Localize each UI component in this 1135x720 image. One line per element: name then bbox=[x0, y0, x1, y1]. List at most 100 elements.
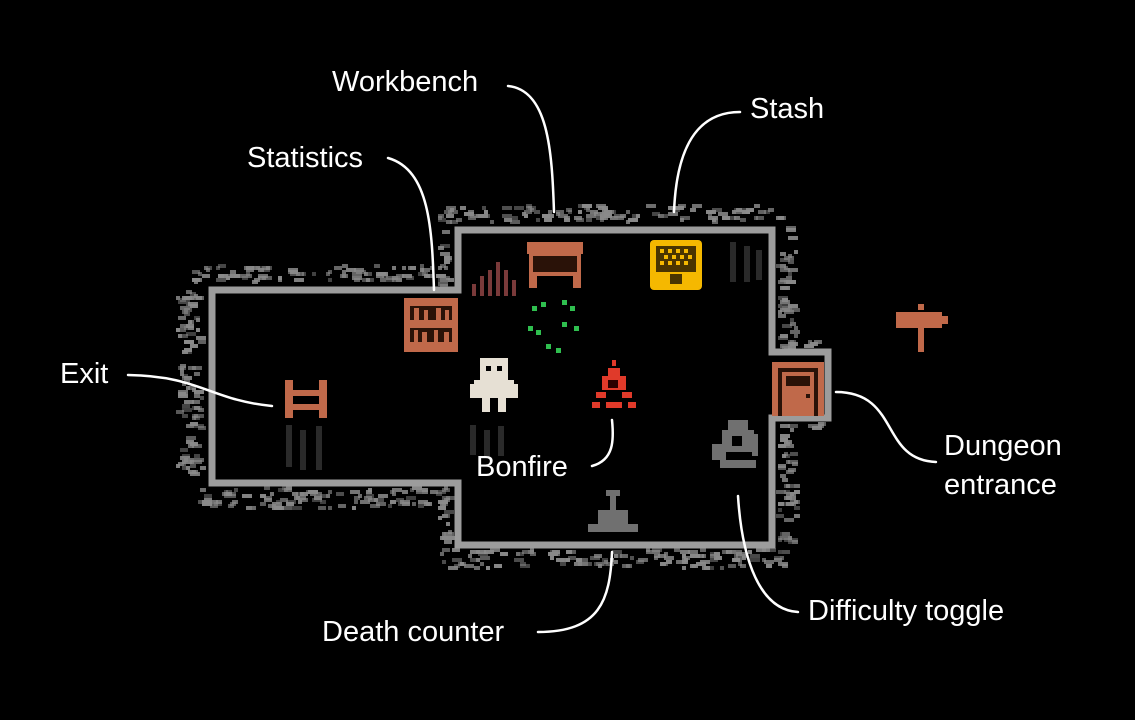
wall-stone bbox=[780, 334, 788, 338]
wall-stone bbox=[354, 278, 360, 282]
wall-stone bbox=[478, 214, 488, 218]
wall-stone bbox=[782, 532, 790, 536]
wall-stone bbox=[186, 332, 196, 336]
wall-stone bbox=[718, 212, 728, 216]
wall-stone bbox=[494, 564, 502, 568]
wall-stone bbox=[778, 536, 788, 540]
wall-stone bbox=[740, 218, 746, 222]
wall-stone bbox=[776, 490, 786, 494]
wall-stone bbox=[548, 210, 552, 214]
wall-stone bbox=[778, 502, 784, 506]
room-floor-outline bbox=[208, 226, 832, 549]
wall-stone bbox=[750, 558, 760, 562]
wall-stone bbox=[668, 212, 678, 216]
wall-stone bbox=[598, 206, 604, 210]
wall-stone bbox=[336, 492, 344, 496]
wall-stone bbox=[390, 490, 394, 494]
death-counter-gravestone-icon[interactable] bbox=[588, 490, 638, 532]
wall-stone bbox=[342, 264, 348, 268]
player-skeleton-icon[interactable] bbox=[470, 358, 518, 412]
wall-stone bbox=[766, 548, 776, 552]
wall-stone bbox=[180, 456, 190, 460]
wall-stone bbox=[502, 214, 512, 218]
wall-stone bbox=[392, 266, 396, 270]
difficulty-statue-icon[interactable] bbox=[712, 420, 758, 468]
statistics-bookshelf-icon[interactable] bbox=[404, 298, 458, 352]
wall-stone bbox=[790, 322, 796, 326]
wall-stone bbox=[246, 272, 250, 276]
wall-stone bbox=[310, 492, 316, 496]
wall-stone bbox=[178, 394, 188, 398]
wall-stone bbox=[728, 564, 736, 568]
exit-ladder-icon[interactable] bbox=[285, 380, 327, 418]
wall-stone bbox=[778, 562, 788, 566]
wall-stone bbox=[380, 278, 386, 282]
wall-stone bbox=[200, 466, 206, 470]
wall-stone bbox=[780, 268, 790, 272]
wall-stone bbox=[182, 404, 190, 408]
stash-chest-icon[interactable] bbox=[650, 240, 702, 290]
wall-stone bbox=[196, 318, 200, 322]
wall-stone bbox=[396, 274, 404, 278]
wall-stone bbox=[422, 490, 428, 494]
wall-stone bbox=[632, 214, 640, 218]
workbench-table-icon[interactable] bbox=[527, 242, 583, 288]
wall-stone bbox=[176, 464, 180, 468]
wall-stone bbox=[486, 566, 490, 570]
wall-stone bbox=[352, 272, 362, 276]
wall-stone bbox=[294, 496, 300, 500]
wall-stone bbox=[292, 492, 298, 496]
wall-stone bbox=[566, 558, 570, 562]
label-exit: Exit bbox=[60, 358, 109, 390]
wall-stone bbox=[218, 264, 226, 268]
wall-stone bbox=[576, 558, 582, 562]
wall-stone bbox=[510, 220, 520, 224]
wall-stone bbox=[780, 308, 790, 312]
wall-stone bbox=[700, 560, 710, 564]
dungeon-entrance-door-icon[interactable] bbox=[772, 362, 824, 416]
wall-stone bbox=[180, 306, 190, 310]
wall-stone bbox=[524, 210, 532, 214]
wall-stone bbox=[780, 532, 790, 536]
wall-stone bbox=[630, 556, 634, 560]
leader-workbench bbox=[506, 84, 556, 214]
wall-stone bbox=[204, 494, 212, 498]
wall-stone bbox=[456, 218, 462, 222]
wall-stone bbox=[524, 214, 528, 218]
wall-stone bbox=[270, 492, 274, 496]
bonfire-icon[interactable] bbox=[592, 360, 636, 408]
wall-stone bbox=[526, 564, 530, 568]
leader-difficulty bbox=[736, 494, 800, 614]
wall-stone bbox=[582, 562, 592, 566]
wall-stone bbox=[448, 536, 454, 540]
wall-stone bbox=[736, 210, 746, 214]
wall-stone bbox=[784, 452, 788, 456]
wall-stone bbox=[500, 552, 508, 556]
wall-stone bbox=[446, 532, 454, 536]
wall-stone bbox=[412, 502, 416, 506]
wall-stone bbox=[376, 274, 384, 278]
wall-stone bbox=[558, 214, 568, 218]
wall-stone bbox=[290, 272, 300, 276]
label-bonfire: Bonfire bbox=[476, 451, 568, 483]
wall-stone bbox=[782, 304, 788, 308]
wall-stone bbox=[680, 218, 684, 222]
wall-stone bbox=[682, 566, 686, 570]
wall-stone bbox=[734, 216, 740, 220]
label-workbench: Workbench bbox=[332, 66, 479, 98]
wall-stone bbox=[754, 204, 760, 208]
wall-stone bbox=[474, 566, 480, 570]
wall-stone bbox=[438, 506, 446, 510]
leader-exit bbox=[126, 373, 274, 408]
wall-stone bbox=[442, 514, 448, 518]
wall-stone bbox=[780, 474, 786, 478]
wall-stone bbox=[514, 558, 524, 562]
wall-stone bbox=[728, 216, 736, 220]
wall-stone bbox=[242, 276, 248, 280]
wall-stone bbox=[342, 274, 348, 278]
wall-stone bbox=[390, 500, 396, 504]
wall-stone bbox=[444, 498, 450, 502]
wall-stone bbox=[442, 548, 450, 552]
wall-stone bbox=[764, 210, 770, 214]
wall-stone bbox=[366, 494, 374, 498]
